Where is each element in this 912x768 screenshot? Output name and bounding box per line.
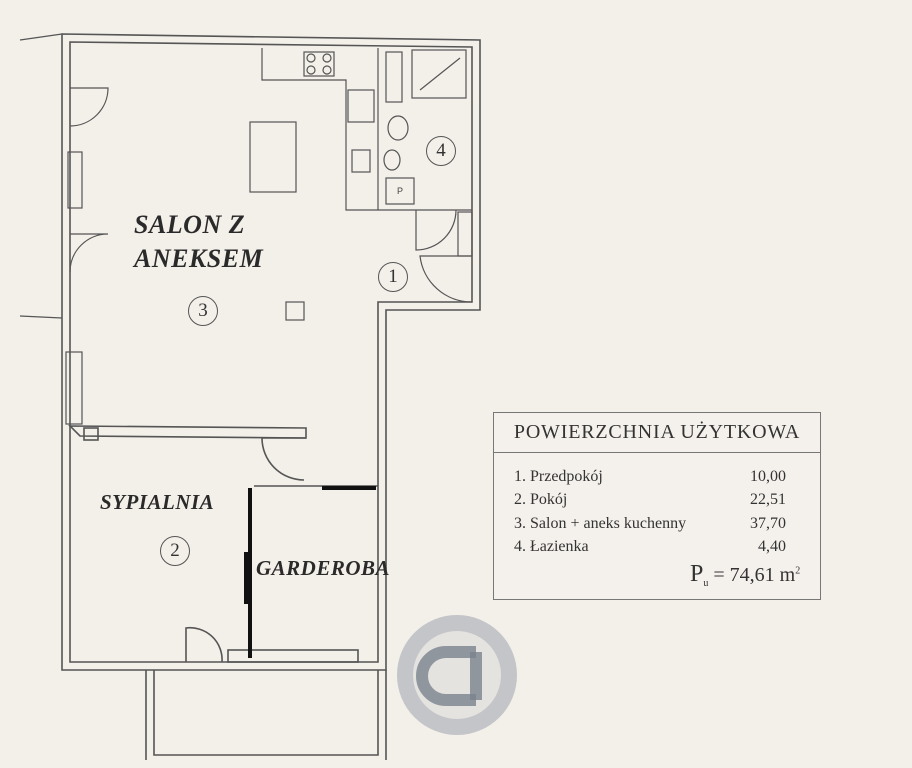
door-salon-2: [69, 233, 109, 273]
area-row-label: 3. Salon + aneks kuchenny: [514, 514, 687, 532]
burner: [322, 65, 332, 75]
shower: [411, 49, 467, 99]
exterior-line-left: [19, 315, 63, 319]
area-total-subscript: u: [703, 578, 709, 589]
sypialnia-label: SYPIALNIA: [100, 490, 215, 514]
burner: [306, 53, 316, 63]
exterior-line-top: [19, 33, 63, 41]
bedroom-top-wall: [68, 425, 307, 439]
room-number-4: 4: [426, 136, 456, 166]
left-windows: [19, 33, 83, 425]
washbasin-cabinet: [385, 51, 403, 103]
bedroom-vent: [83, 427, 99, 441]
door-bathroom: [415, 209, 457, 251]
kitchen-counter: [261, 48, 379, 211]
door-salon-1: [69, 87, 109, 127]
toilet: [387, 115, 409, 141]
kitchen-island: [249, 121, 297, 193]
area-total-unit-sup: 2: [795, 565, 801, 577]
inner-wall-outline: [69, 41, 473, 663]
area-table-rows: 1. Przedpokój 10,00 2. Pokój 22,51 3. Sa…: [494, 453, 820, 559]
area-row-value: 22,51: [750, 491, 786, 509]
area-row: 3. Salon + aneks kuchenny 37,70: [514, 512, 820, 536]
kitchen: [249, 48, 379, 211]
area-row: 1. Przedpokój 10,00: [514, 465, 820, 489]
area-total: Pu = 74,61 m2: [690, 561, 800, 589]
bathroom: [378, 49, 472, 251]
ventilation-box: [285, 301, 305, 321]
balcony: [145, 670, 387, 760]
fixture-mark: P: [397, 186, 403, 196]
bedroom-walls: [68, 425, 378, 663]
area-row: 2. Pokój 22,51: [514, 489, 820, 513]
area-row-label: 4. Łazienka: [514, 538, 589, 556]
cooktop: [303, 51, 335, 77]
area-table-title: POWIERZCHNIA UŻYTKOWA: [494, 413, 820, 453]
exterior-walls: [61, 33, 481, 671]
salon-label-line1: SALON Z: [134, 210, 246, 239]
door-bedroom-balcony: [185, 626, 223, 663]
shower-diagonal: [419, 57, 461, 91]
door-entrance: [419, 255, 473, 303]
area-row-value: 10,00: [750, 467, 786, 485]
watermark-logo: [397, 615, 517, 735]
area-row-value: 37,70: [750, 514, 786, 532]
boiler-box: [385, 177, 415, 205]
garderoba-label: GARDEROBA: [256, 556, 391, 580]
bold-partitions: [244, 486, 376, 658]
area-row-label: 2. Pokój: [514, 491, 568, 509]
entrance: [419, 211, 473, 303]
room-number-2: 2: [160, 536, 190, 566]
room-number-1: 1: [378, 262, 408, 292]
area-total-value: = 74,61 m: [713, 564, 796, 586]
entrance-frame: [457, 211, 473, 257]
area-row-label: 1. Przedpokój: [514, 467, 603, 485]
area-total-symbol: P: [690, 561, 704, 587]
dishwasher: [351, 149, 371, 173]
left-doors: [69, 87, 109, 273]
window-salon-2: [65, 351, 83, 425]
burner: [322, 53, 332, 63]
burner: [306, 65, 316, 75]
room-number-3: 3: [188, 296, 218, 326]
bathroom-sink: [383, 149, 401, 171]
area-row: 4. Łazienka 4,40: [514, 536, 820, 560]
bedroom-window-bottom: [227, 649, 359, 663]
outer-wall-outline: [61, 33, 481, 671]
door-bedroom: [261, 437, 306, 481]
salon-label-line2: ANEKSEM: [134, 244, 264, 273]
area-row-value: 4,40: [758, 538, 786, 556]
kitchen-sink: [347, 89, 375, 123]
area-table: POWIERZCHNIA UŻYTKOWA 1. Przedpokój 10,0…: [493, 412, 821, 600]
window-salon-1: [67, 151, 83, 209]
